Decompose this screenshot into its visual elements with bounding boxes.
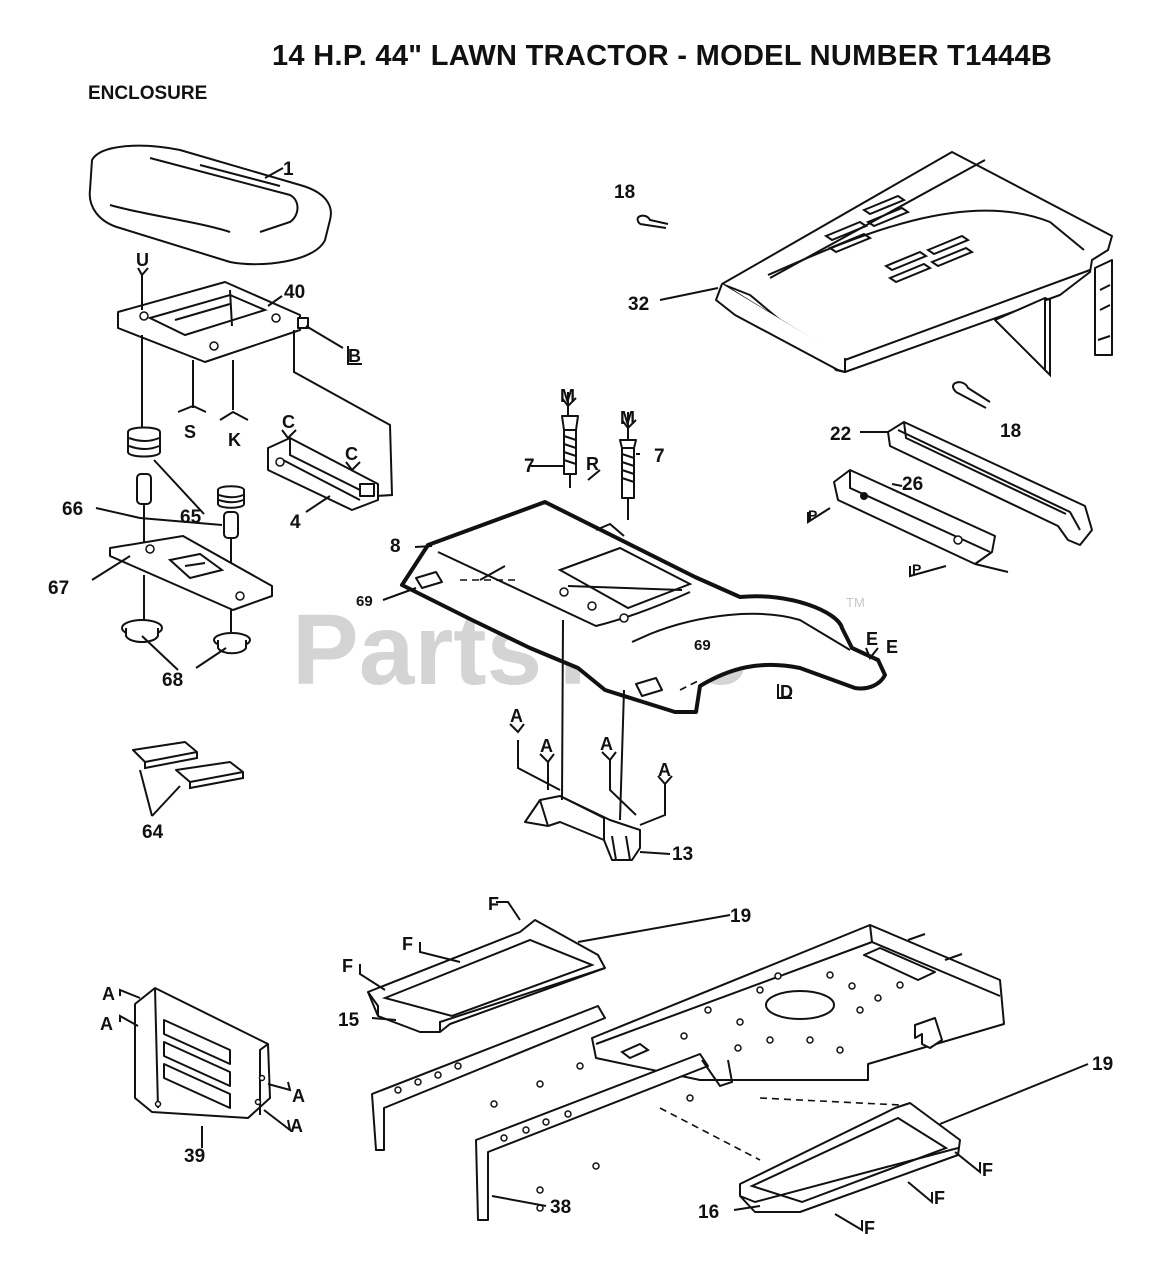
part-spring-left (127, 426, 161, 458)
part-seat-pan (117, 281, 309, 363)
ref-C-2: C (345, 444, 358, 464)
callout-4: 4 (290, 512, 301, 533)
part-hood (715, 151, 1113, 378)
ref-K: K (228, 430, 241, 450)
part-hairpin-clip-top (636, 214, 669, 229)
part-footrest-mat-lower (739, 1102, 961, 1213)
page-title: 14 H.P. 44" LAWN TRACTOR - MODEL NUMBER … (272, 40, 1053, 72)
ref-F-2: F (402, 934, 413, 954)
ref-A-5: A (102, 984, 115, 1004)
ref-A-2: A (540, 736, 553, 756)
callout-7-left: 7 (524, 456, 535, 477)
callout-19-upper: 19 (730, 906, 751, 927)
callout-67: 67 (48, 578, 69, 599)
callout-32: 32 (628, 294, 649, 315)
reference-arrows (119, 267, 981, 1232)
ref-F-5: F (934, 1188, 945, 1208)
part-seat (88, 144, 332, 266)
ref-M-2: M (620, 408, 635, 428)
ref-A-8: A (290, 1116, 303, 1136)
callout-22: 22 (830, 424, 851, 445)
section-label: ENCLOSURE (88, 83, 208, 104)
part-fender (400, 500, 887, 714)
part-seat-bracket (267, 437, 379, 511)
ref-A-4: A (658, 760, 671, 780)
part-spacer-right (223, 511, 239, 539)
callout-38: 38 (550, 1197, 571, 1218)
part-seat-plate (109, 535, 273, 611)
ref-P-2: P (912, 561, 921, 577)
watermark-trademark: TM (846, 595, 865, 610)
part-spring-right (217, 485, 245, 509)
callout-1: 1 (283, 159, 294, 180)
part-grille-panel (134, 987, 271, 1119)
part-hairpin-clip-right (952, 381, 991, 409)
ref-D: D (780, 682, 793, 702)
part-bumpers (121, 619, 251, 655)
part-footrest-mat-upper (367, 919, 606, 1033)
callout-7-right: 7 (654, 446, 665, 467)
callout-66: 66 (62, 499, 83, 520)
ref-S: S (184, 422, 196, 442)
ref-R: R (586, 454, 599, 474)
callout-39: 39 (184, 1146, 205, 1167)
ref-F-6: F (864, 1218, 875, 1238)
part-fender-bracket (517, 619, 666, 861)
callout-40: 40 (284, 282, 305, 303)
callout-8: 8 (390, 536, 401, 557)
part-bolt-right (619, 412, 637, 520)
ref-F-4: F (982, 1160, 993, 1180)
callout-26: 26 (902, 474, 923, 495)
ref-E-2: E (886, 637, 898, 657)
part-hood-rest (887, 421, 1093, 546)
part-bolt-left (561, 392, 579, 488)
part-frame (371, 924, 1005, 1221)
ref-B: B (348, 346, 361, 366)
ref-A-7: A (292, 1086, 305, 1106)
callout-68: 68 (162, 670, 183, 691)
callout-69-left: 69 (356, 593, 373, 610)
part-spacer-left (136, 473, 152, 505)
ref-P-1: P (808, 507, 817, 523)
ref-C-1: C (282, 412, 295, 432)
ref-F-3: F (342, 956, 353, 976)
ref-M-1: M (560, 386, 575, 406)
callout-15: 15 (338, 1010, 360, 1031)
leader-lines (91, 167, 1089, 1211)
callout-69-right: 69 (694, 637, 711, 654)
callout-13: 13 (672, 844, 693, 865)
callout-64: 64 (142, 822, 164, 843)
callout-19-lower: 19 (1092, 1054, 1113, 1075)
part-number-labels: 1 40 66 65 67 68 64 4 18 32 18 22 26 7 7… (48, 159, 1113, 1223)
part-hood-bracket (833, 469, 1009, 573)
callout-18-right: 18 (1000, 421, 1021, 442)
ref-A-1: A (510, 706, 523, 726)
ref-A-3: A (600, 734, 613, 754)
callout-65: 65 (180, 507, 202, 528)
ref-U: U (136, 250, 149, 270)
callout-16: 16 (698, 1202, 719, 1223)
ref-F-1: F (488, 894, 499, 914)
callout-18-top: 18 (614, 182, 635, 203)
ref-A-6: A (100, 1014, 113, 1034)
part-pads (132, 741, 244, 790)
ref-E-1: E (866, 629, 878, 649)
reference-letter-labels: U B S K C C M M R P P E E D A A A A F F … (100, 250, 993, 1238)
